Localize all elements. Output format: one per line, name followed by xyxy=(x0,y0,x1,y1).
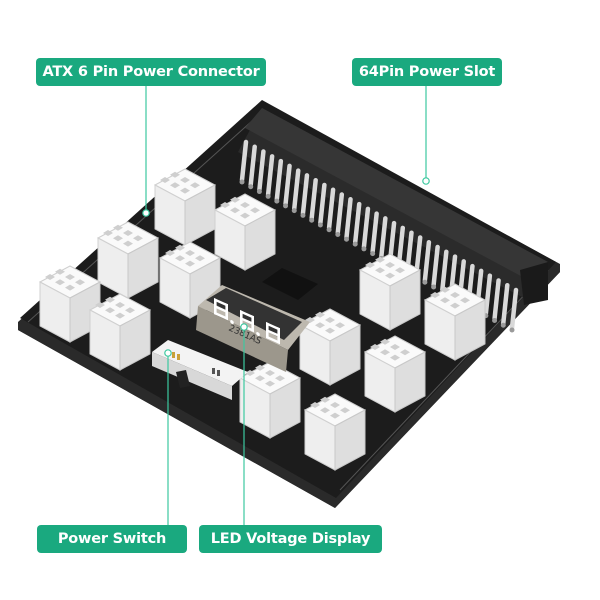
atx-6pin-connector xyxy=(358,253,422,331)
slot-pin xyxy=(379,216,388,259)
atx-6pin-connector xyxy=(303,393,367,471)
callout-atx-6pin-connector: ATX 6 Pin Power Connector xyxy=(36,58,266,86)
slot-pin xyxy=(248,144,257,188)
slot-pin xyxy=(309,177,318,221)
slot-pin xyxy=(509,287,519,331)
led-digits xyxy=(214,298,280,345)
slot-pin xyxy=(300,173,310,216)
slot-pin xyxy=(274,158,284,202)
slot-pin xyxy=(431,244,440,288)
slot-pin xyxy=(344,197,353,240)
led-digit xyxy=(214,298,234,324)
slot-pin xyxy=(283,163,292,207)
atx-6pin-connector xyxy=(88,293,152,371)
slot-pin xyxy=(422,240,432,283)
atx-6pin-connectors xyxy=(38,168,487,471)
callout-led-voltage-display: LED Voltage Display xyxy=(199,525,382,553)
led-voltage-display: 2381AS xyxy=(196,268,318,372)
slot-pin xyxy=(326,187,336,230)
slot-pin xyxy=(292,168,301,211)
slot-pin xyxy=(440,249,449,293)
slot-pin xyxy=(492,278,501,321)
slot-pin xyxy=(239,139,249,183)
slot-pin xyxy=(370,211,379,254)
callout-64pin-power-slot: 64Pin Power Slot xyxy=(352,58,502,86)
atx-6pin-connector xyxy=(298,308,362,386)
power-switch xyxy=(152,340,248,400)
atx-6pin-connector xyxy=(38,265,102,343)
leader-lines xyxy=(142,86,430,525)
atx-6pin-connector xyxy=(423,283,487,361)
atx-6pin-connector xyxy=(213,193,277,271)
slot-pin xyxy=(265,154,275,197)
slot-pin xyxy=(361,206,371,250)
slot-pin xyxy=(257,149,266,192)
slot-pin xyxy=(483,273,493,316)
slot-pin xyxy=(352,201,362,245)
slot-pin xyxy=(318,182,327,226)
atx-6pin-connector xyxy=(96,221,160,299)
slot-pin xyxy=(501,282,510,326)
atx-6pin-connector xyxy=(363,335,427,413)
led-digit xyxy=(266,322,280,345)
atx-6pin-connector xyxy=(238,361,302,439)
atx-6pin-connector xyxy=(153,168,217,246)
slot-pin xyxy=(335,192,345,235)
callout-power-switch: Power Switch xyxy=(37,525,187,553)
